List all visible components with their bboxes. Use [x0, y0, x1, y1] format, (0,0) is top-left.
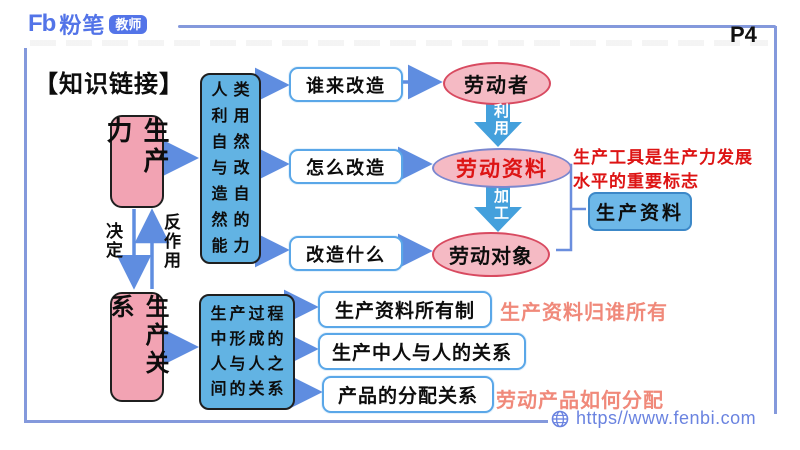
box-means-of-production: 生产资料	[588, 192, 692, 231]
node-productivity-label: 生产力	[103, 117, 170, 177]
frame-border-bottom	[24, 420, 548, 423]
box-question-who: 谁来改造	[289, 67, 403, 102]
node-productivity: 生产力	[103, 115, 170, 208]
definition-line: 利用	[211, 107, 256, 125]
page-number: P4	[730, 22, 757, 47]
frame-border-left	[24, 48, 27, 423]
watermark-strip	[30, 40, 768, 46]
fenbi-logo-mark: Fb	[28, 10, 56, 37]
definition-line: 与改	[211, 159, 256, 177]
box-distribution: 产品的分配关系	[322, 376, 494, 413]
globe-icon	[551, 410, 569, 428]
box-question-what: 改造什么	[289, 236, 403, 271]
label-reacts: 反作用	[161, 213, 180, 270]
fenbi-logo: Fb 粉笔 教师	[28, 8, 148, 40]
note-line: 生产工具是生产力发展	[573, 148, 753, 167]
definition-line: 自然	[211, 133, 256, 151]
definition-line: 能力	[211, 237, 256, 255]
box-ownership: 生产资料所有制	[318, 291, 492, 328]
note-line: 水平的重要标志	[573, 172, 699, 191]
block-arrow-process	[474, 185, 522, 232]
box-relations-definition: 生产过程 中形成的 人与人之 间的关系	[199, 294, 295, 410]
definition-line: 人类	[211, 81, 256, 99]
label-flow-process: 加工	[492, 188, 509, 222]
label-determines: 决定	[103, 222, 122, 260]
node-relations-label: 生产关系	[106, 294, 168, 378]
node-relations: 生产关系	[106, 292, 168, 402]
definition-line: 间的关系	[210, 381, 287, 398]
ellipse-labor-means: 劳动资料	[432, 148, 572, 188]
footer-url[interactable]: https//www.fenbi.com	[576, 408, 757, 428]
definition-line: 生产过程	[210, 306, 287, 323]
box-people-relations: 生产中人与人的关系	[318, 333, 526, 370]
ellipse-worker: 劳动者	[443, 62, 551, 105]
box-question-how: 怎么改造	[289, 149, 403, 184]
box-productivity-definition: 人类 利用 自然 与改 造自 然的 能力	[200, 73, 261, 264]
ellipse-labor-object: 劳动对象	[432, 232, 550, 277]
definition-line: 人与人之	[210, 356, 287, 373]
block-arrow-use	[474, 100, 522, 147]
header-rule	[178, 25, 776, 28]
definition-line: 造自	[211, 185, 256, 203]
annotation-ownership: 生产资料归谁所有	[500, 302, 668, 324]
definition-line: 然的	[211, 211, 256, 229]
slide-title: 【知识链接】	[34, 71, 184, 98]
annotation-distribution: 劳动产品如何分配	[496, 390, 664, 412]
note-production-tools: 生产工具是生产力发展 水平的重要标志	[573, 146, 788, 194]
fenbi-teacher-badge: 教师	[109, 14, 148, 34]
definition-line: 中形成的	[210, 331, 287, 348]
label-flow-use: 利用	[492, 103, 509, 137]
frame-border-right	[774, 26, 777, 414]
fenbi-logo-brand: 粉笔	[59, 13, 106, 38]
